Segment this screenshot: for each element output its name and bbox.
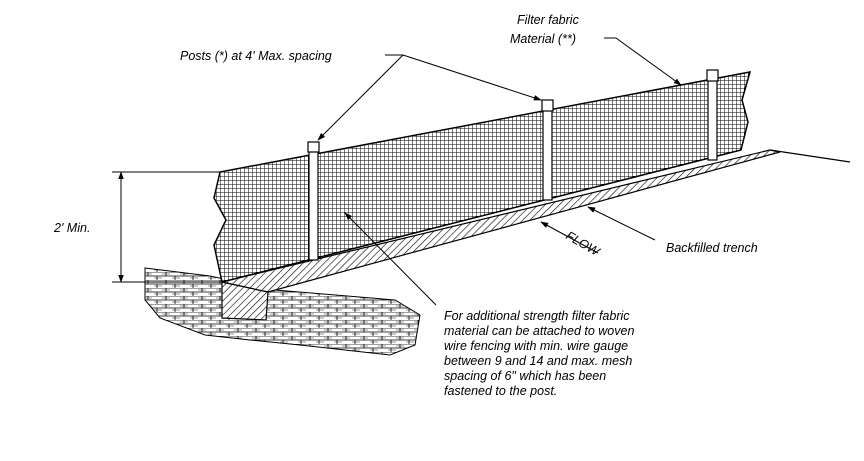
leader-lines	[317, 37, 682, 306]
height-dimension	[112, 171, 222, 283]
post-1	[307, 141, 320, 261]
filter-fabric-label-line1: Filter fabric	[517, 13, 580, 27]
strength-note: For additional strength filter fabric ma…	[444, 309, 634, 398]
posts-label: Posts (*) at 4' Max. spacing	[180, 49, 332, 63]
filter-fabric-panel	[213, 71, 752, 283]
note-line: fastened to the post.	[444, 384, 557, 398]
filter-fabric-label-line2: Material (**)	[510, 32, 576, 46]
note-line: For additional strength filter fabric	[444, 309, 630, 323]
note-line: between 9 and 14 and max. mesh	[444, 354, 632, 368]
post-3	[706, 69, 719, 161]
note-line: material can be attached to woven	[444, 324, 634, 338]
note-line: wire fencing with min. wire gauge	[444, 339, 628, 353]
flow-label: FLOW	[564, 228, 603, 259]
ground-line	[769, 149, 851, 163]
backfilled-trench-label: Backfilled trench	[666, 241, 758, 255]
post-2	[541, 99, 554, 201]
note-line: spacing of 6" which has been	[444, 369, 606, 383]
height-min-label: 2' Min.	[53, 221, 90, 235]
